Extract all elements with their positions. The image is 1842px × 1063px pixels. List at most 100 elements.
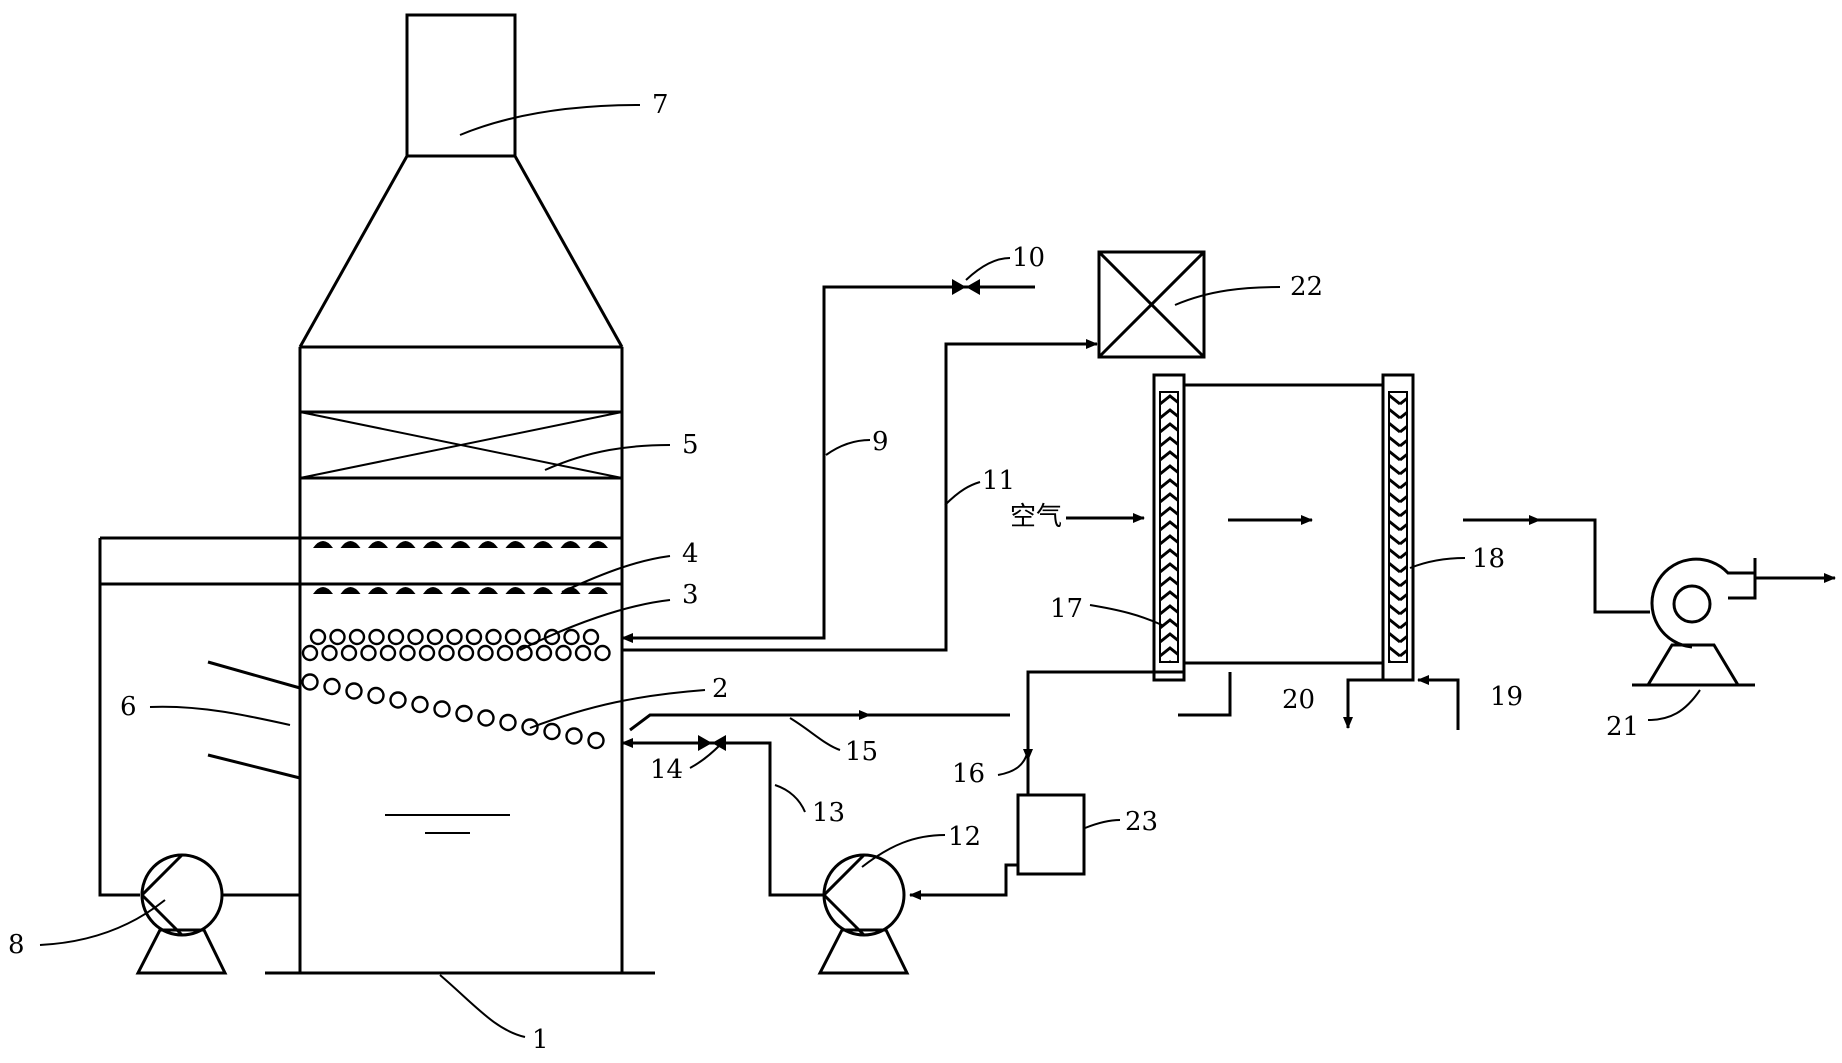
aeration-ball xyxy=(309,628,327,646)
leader-18 xyxy=(1409,557,1466,569)
demister-cross-b xyxy=(299,411,623,479)
spray-nozzle xyxy=(560,541,581,548)
box-22-frame xyxy=(1097,250,1206,359)
label-2: 2 xyxy=(712,674,729,704)
spray-nozzle xyxy=(588,587,608,594)
aeration-ball xyxy=(477,709,495,727)
leader-16 xyxy=(997,749,1029,776)
pipe-16-a xyxy=(1178,672,1232,717)
label-18: 18 xyxy=(1472,544,1505,574)
label-9: 9 xyxy=(872,427,889,457)
spray-nozzle xyxy=(368,587,388,594)
label-21: 21 xyxy=(1606,712,1639,742)
aeration-ball xyxy=(438,644,455,662)
pump-impeller-a xyxy=(140,893,184,937)
feed-pump xyxy=(817,853,910,975)
blower-casing xyxy=(1650,557,1757,649)
label-15: 15 xyxy=(845,737,878,767)
label-23: 23 xyxy=(1125,807,1158,837)
aeration-ball xyxy=(465,628,483,646)
pump-impeller-b xyxy=(140,853,184,897)
leader-6 xyxy=(149,705,291,726)
label-16: 16 xyxy=(952,759,985,789)
aeration-tubes-sloped xyxy=(301,673,605,750)
circulation-pump xyxy=(135,853,228,975)
aeration-ball xyxy=(455,704,473,723)
pump-impeller-b xyxy=(822,853,866,897)
aeration-ball xyxy=(555,644,572,662)
pump-impeller-a xyxy=(822,893,866,937)
leader-8 xyxy=(39,899,166,946)
pipe-9-line xyxy=(621,285,1035,643)
aeration-ball xyxy=(499,713,517,732)
label-3: 3 xyxy=(682,580,699,610)
aeration-ball xyxy=(543,722,561,741)
tank-23-outlet xyxy=(909,863,1018,900)
valve-14-left xyxy=(698,735,712,751)
hood-right-edge xyxy=(513,155,624,348)
pipe-20 xyxy=(1343,678,1395,729)
spray-nozzle xyxy=(450,587,471,594)
pump-stand xyxy=(135,928,228,975)
spray-nozzle xyxy=(533,541,553,548)
spray-nozzle xyxy=(313,541,333,548)
label-8: 8 xyxy=(8,930,25,960)
circulation-pipe-left xyxy=(98,538,140,897)
leader-2 xyxy=(529,689,706,729)
leader-4 xyxy=(561,555,671,593)
feed-pipe-line xyxy=(621,738,824,897)
number-labels: 7 5 4 3 2 6 1 8 12 13 14 15 9 11 10 22 1… xyxy=(8,90,1639,1055)
label-7: 7 xyxy=(652,90,669,120)
box-22 xyxy=(1097,250,1206,359)
aeration-ball xyxy=(418,644,436,662)
aeration-ball xyxy=(563,628,580,646)
leader-11 xyxy=(944,481,981,506)
aeration-ball xyxy=(348,628,366,646)
spray-nozzle xyxy=(478,541,498,548)
leader-1 xyxy=(439,974,526,1038)
spray-nozzle xyxy=(368,541,388,548)
hood-left-edge xyxy=(298,155,409,348)
label-6: 6 xyxy=(120,692,137,722)
electrode-17-core xyxy=(1159,391,1179,663)
label-20: 20 xyxy=(1282,685,1315,715)
valve-10-left xyxy=(952,279,966,295)
valve-10-right xyxy=(966,279,980,295)
leader-3 xyxy=(519,599,671,651)
label-12: 12 xyxy=(948,822,981,852)
pipe-16-down xyxy=(1023,670,1183,761)
blower-line xyxy=(1463,515,1650,614)
valve-14-right xyxy=(712,735,726,751)
aeration-ball xyxy=(301,644,319,662)
aeration-ball xyxy=(340,644,358,662)
leader-17 xyxy=(1089,604,1163,626)
duct-upper-edge xyxy=(207,660,301,690)
pipe-9 xyxy=(621,279,1035,643)
aeration-ball xyxy=(360,644,377,662)
leader-7 xyxy=(459,104,641,136)
leader-12 xyxy=(861,834,946,868)
spray-nozzle xyxy=(423,587,443,594)
spray-nozzle xyxy=(340,587,361,594)
aeration-ball xyxy=(594,644,611,662)
label-4: 4 xyxy=(682,539,699,569)
leader-9 xyxy=(825,439,871,456)
aeration-ball xyxy=(582,628,600,646)
spray-nozzle xyxy=(313,587,333,594)
aeration-ball xyxy=(535,644,553,662)
aeration-ball xyxy=(345,682,363,700)
aeration-ball xyxy=(587,731,605,750)
spray-nozzle xyxy=(423,541,443,548)
box-22-diag-b xyxy=(1097,250,1206,359)
label-11: 11 xyxy=(982,466,1015,496)
pipe-19 xyxy=(1417,675,1460,730)
aeration-ball xyxy=(574,644,592,662)
pipe-16 xyxy=(1023,670,1232,795)
label-22: 22 xyxy=(1290,272,1323,302)
pump-casing xyxy=(822,853,906,937)
label-19: 19 xyxy=(1490,682,1523,712)
aeration-ball xyxy=(426,628,444,646)
aeration-ball xyxy=(329,628,346,646)
gas-outlet-pipe xyxy=(629,710,1010,732)
electrolysis-cell xyxy=(1066,373,1415,682)
